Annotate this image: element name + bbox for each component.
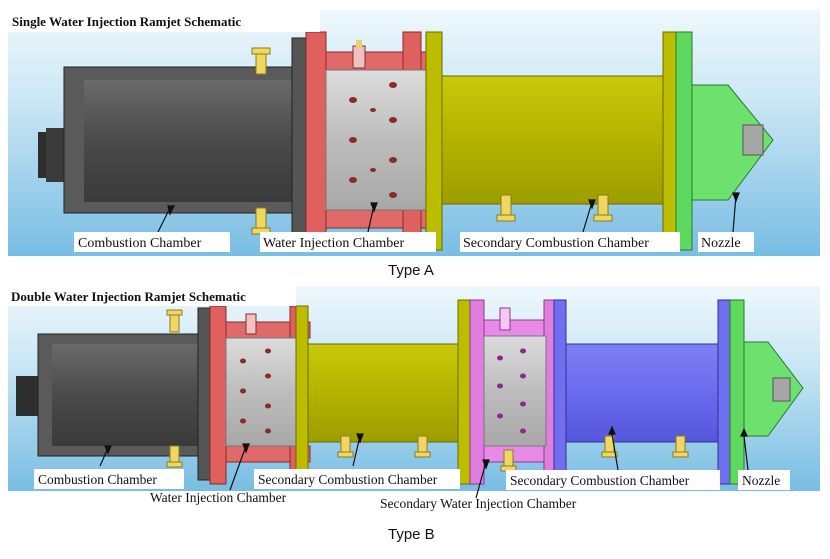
secondary-water-injection-chamber-b (469, 299, 557, 485)
secondary-combustion-chamber-b1 (295, 299, 473, 485)
caption-type-b: Type B (388, 526, 435, 543)
label-nozzle-a: Nozzle (701, 236, 741, 251)
label-box-combustion-a (74, 232, 230, 252)
label-water-b: Water Injection Chamber (150, 490, 287, 505)
type-a-schematic: Single Water Injection Ramjet Schematic … (8, 10, 820, 256)
label-secondary-a: Secondary Combustion Chamber (463, 236, 649, 251)
fuel-injectors-b (166, 309, 689, 472)
label-water-a: Water Injection Chamber (263, 236, 404, 251)
label-box-water-a (260, 232, 436, 252)
label-box-secondary-a (460, 232, 680, 252)
label-box-combustion-b (34, 469, 184, 489)
combustion-chamber-a (38, 37, 323, 241)
label-box-secondary1-b (254, 469, 460, 489)
title-a: Single Water Injection Ramjet Schematic (12, 14, 241, 29)
title-box-a (8, 10, 320, 32)
title-b: Double Water Injection Ramjet Schematic (11, 289, 246, 304)
type-b-schematic: Double Water Injection Ramjet Schematic … (8, 286, 820, 505)
label-secondary-water-b: Secondary Water Injection Chamber (380, 496, 577, 511)
title-box-b (8, 286, 296, 306)
arrows-a (157, 192, 740, 233)
nozzle-b (729, 299, 804, 485)
caption-type-a: Type A (388, 262, 434, 279)
combustion-chamber-b (16, 307, 223, 481)
arrows-b (99, 425, 749, 499)
label-box-secondary2-b (506, 470, 720, 490)
label-secondary2-b: Secondary Combustion Chamber (510, 473, 690, 488)
water-injection-chamber-a (305, 31, 429, 251)
nozzle-a (675, 31, 774, 251)
injection-holes (349, 82, 397, 198)
label-combustion-b: Combustion Chamber (38, 472, 157, 487)
fuel-injectors-a (251, 47, 613, 235)
label-combustion-a: Combustion Chamber (78, 236, 202, 251)
label-secondary1-b: Secondary Combustion Chamber (258, 472, 438, 487)
label-box-nozzle-b (738, 470, 790, 490)
secondary-combustion-chamber-b2 (553, 299, 733, 485)
water-injection-chamber-b (209, 305, 311, 485)
label-nozzle-b: Nozzle (742, 473, 780, 488)
label-box-nozzle-a (698, 232, 754, 252)
